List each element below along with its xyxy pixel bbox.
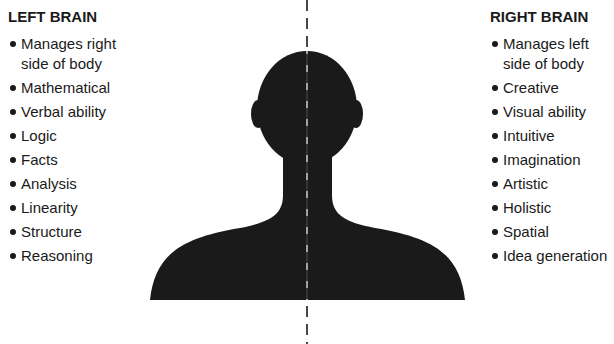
trait-label: Imagination xyxy=(503,150,611,170)
bullet-item: Structure xyxy=(8,222,129,242)
bullet-item: Mathematical xyxy=(8,78,129,98)
bullet-item: Visual ability xyxy=(490,102,611,122)
bullet-dot xyxy=(10,109,16,115)
bullet-dot xyxy=(10,181,16,187)
bullet-item: Linearity xyxy=(8,198,129,218)
bullet-dot xyxy=(492,109,498,115)
bullet-dot xyxy=(10,229,16,235)
bullet-item: Facts xyxy=(8,150,129,170)
right-column: RIGHT BRAIN Manages left side of bodyCrea… xyxy=(490,8,612,270)
bullet-item: Artistic xyxy=(490,174,611,194)
trait-label: Facts xyxy=(21,150,129,170)
bullet-dot xyxy=(10,205,16,211)
bullet-dot xyxy=(492,253,498,259)
bullet-dot xyxy=(492,41,498,47)
trait-label: Logic xyxy=(21,126,129,146)
bullet-item: Manages left side of body xyxy=(490,34,611,74)
bullet-dot xyxy=(492,181,498,187)
trait-label: Linearity xyxy=(21,198,129,218)
column-heading: LEFT BRAIN xyxy=(8,8,130,26)
bullet-item: Imagination xyxy=(490,150,611,170)
bullet-dot xyxy=(492,133,498,139)
trait-label: Structure xyxy=(21,222,129,242)
bullet-item: Creative xyxy=(490,78,611,98)
trait-label: Visual ability xyxy=(503,102,611,122)
bullet-item: Analysis xyxy=(8,174,129,194)
bullet-dot xyxy=(10,253,16,259)
bullet-dot xyxy=(492,85,498,91)
bullet-item: Spatial xyxy=(490,222,611,242)
bullet-dot xyxy=(10,157,16,163)
trait-label: Mathematical xyxy=(21,78,129,98)
left-column: LEFT BRAIN Manages right side of bodyMath… xyxy=(8,8,130,270)
bullet-item: Manages right side of body xyxy=(8,34,129,74)
trait-label: Analysis xyxy=(21,174,129,194)
trait-label: Creative xyxy=(503,78,611,98)
trait-label: Artistic xyxy=(503,174,611,194)
trait-label: Idea generation xyxy=(503,246,611,266)
center-divider-dashed xyxy=(306,0,308,344)
trait-label: Verbal ability xyxy=(21,102,129,122)
bullet-dot xyxy=(492,229,498,235)
trait-label: Intuitive xyxy=(503,126,611,146)
bullet-dot xyxy=(492,205,498,211)
left-ear xyxy=(251,100,265,128)
bullet-dot xyxy=(492,157,498,163)
trait-label: Holistic xyxy=(503,198,611,218)
bullet-dot xyxy=(10,133,16,139)
trait-label: Manages left side of body xyxy=(503,34,611,74)
bullet-item: Logic xyxy=(8,126,129,146)
trait-label: Manages right side of body xyxy=(21,34,129,74)
right-ear xyxy=(349,100,363,128)
trait-label: Spatial xyxy=(503,222,611,242)
bullet-item: Holistic xyxy=(490,198,611,218)
bullet-dot xyxy=(10,41,16,47)
bullet-dot xyxy=(10,85,16,91)
bullet-item: Reasoning xyxy=(8,246,129,266)
column-heading: RIGHT BRAIN xyxy=(490,8,612,26)
bullet-item: Verbal ability xyxy=(8,102,129,122)
bullet-item: Intuitive xyxy=(490,126,611,146)
center-divider-inner xyxy=(306,50,307,301)
trait-label: Reasoning xyxy=(21,246,129,266)
bullet-item: Idea generation xyxy=(490,246,611,266)
